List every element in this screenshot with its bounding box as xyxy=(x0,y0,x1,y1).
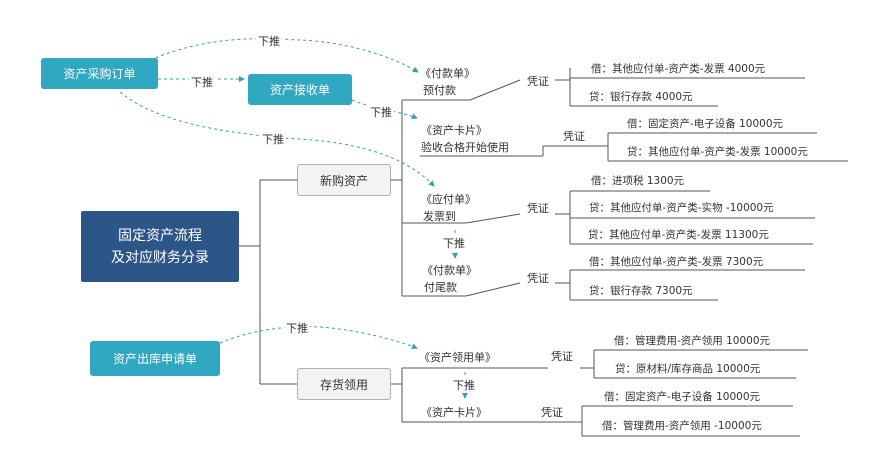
tree-lines xyxy=(239,68,848,437)
push-label: 下推 xyxy=(368,104,394,120)
journal-entry: 借：固定资产-电子设备 10000元 xyxy=(604,391,761,403)
doc-payable-sub: 发票到 xyxy=(423,210,456,223)
doc-card-sub: 验收合格开始使用 xyxy=(421,141,509,154)
purchase-order-node[interactable]: 资产采购订单 xyxy=(41,58,158,89)
voucher-label: 凭证 xyxy=(527,272,549,285)
journal-entry: 借：进项税 1300元 xyxy=(591,175,685,187)
voucher-label: 凭证 xyxy=(563,130,585,143)
push-label: 下推 xyxy=(451,377,477,393)
journal-entry: 贷：原材料/库存商品 10000元 xyxy=(615,363,761,375)
journal-entry: 借：其他应付单-资产类-发票 4000元 xyxy=(591,63,766,75)
outbound-request-node[interactable]: 资产出库申请单 xyxy=(90,341,220,376)
push-label: 下推 xyxy=(441,235,467,251)
push-label: 下推 xyxy=(284,320,310,336)
new-purchase-node[interactable]: 新购资产 xyxy=(297,164,391,196)
doc-payment2-title: 《付款单》 xyxy=(422,264,477,277)
voucher-label: 凭证 xyxy=(527,202,549,215)
asset-receipt-node[interactable]: 资产接收单 xyxy=(248,74,352,105)
journal-entry: 借：管理费用-资产领用 -10000元 xyxy=(602,420,762,432)
journal-entry: 贷：其他应付单-资产类-发票 10000元 xyxy=(627,146,808,158)
journal-entry: 借：管理费用-资产领用 10000元 xyxy=(614,335,771,347)
root-node[interactable]: 固定资产流程 及对应财务分录 xyxy=(81,211,239,282)
doc-card-title: 《资产卡片》 xyxy=(421,124,487,137)
journal-entry: 贷：其他应付单-资产类-实物 -10000元 xyxy=(589,202,774,214)
doc-use-title: 《资产领用单》 xyxy=(419,351,496,364)
voucher-label: 凭证 xyxy=(541,406,563,419)
journal-entry: 贷：银行存款 4000元 xyxy=(589,91,693,103)
doc-card2-title: 《资产卡片》 xyxy=(421,406,487,419)
doc-payable-title: 《应付单》 xyxy=(421,193,476,206)
journal-entry: 借：固定资产-电子设备 10000元 xyxy=(627,118,784,130)
journal-entry: 借：其他应付单-资产类-发票 7300元 xyxy=(589,256,764,268)
push-label: 下推 xyxy=(189,74,215,90)
push-label: 下推 xyxy=(260,131,286,147)
doc-payment2-sub: 付尾款 xyxy=(424,281,457,294)
push-label: 下推 xyxy=(256,33,282,49)
voucher-label: 凭证 xyxy=(551,350,573,363)
journal-entry: 贷：银行存款 7300元 xyxy=(589,285,693,297)
doc-payment-title: 《付款单》 xyxy=(420,67,475,80)
journal-entry: 贷：其他应付单-资产类-发票 11300元 xyxy=(588,229,769,241)
doc-payment-sub: 预付款 xyxy=(423,84,456,97)
voucher-label: 凭证 xyxy=(527,75,549,88)
inventory-use-node[interactable]: 存货领用 xyxy=(297,368,391,400)
